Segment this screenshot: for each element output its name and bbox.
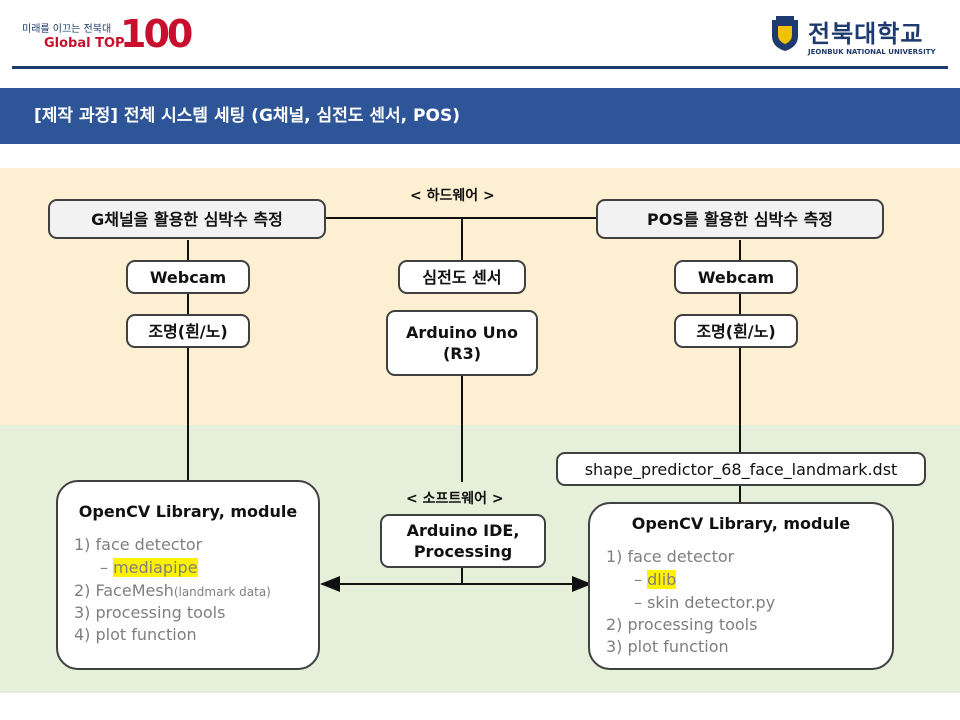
slide-title: [제작 과정] 전체 시스템 세팅 (G채널, 심전도 센서, POS) bbox=[34, 106, 460, 126]
webcam-right-box: Webcam bbox=[674, 260, 798, 294]
left-lib-item4: 4) plot function bbox=[74, 625, 197, 644]
right-lib-item1-sub: – dlib bbox=[634, 570, 677, 589]
left-lib-item2-small: (landmark data) bbox=[173, 585, 271, 599]
arduino-ide-processing-box: Arduino IDE, Processing bbox=[380, 514, 546, 568]
left-lib-item1-sub-prefix: – bbox=[100, 558, 114, 577]
lighting-left-box: 조명(흰/노) bbox=[126, 314, 250, 348]
right-lib-item3: 3) plot function bbox=[606, 637, 729, 656]
university-name: 전북대학교 bbox=[808, 20, 924, 48]
webcam-left-box: Webcam bbox=[126, 260, 250, 294]
left-lib-item1: 1) face detector bbox=[74, 535, 203, 554]
right-lib-item1-sub2: – skin detector.py bbox=[634, 593, 776, 612]
right-lib-dlib: dlib bbox=[647, 570, 677, 589]
logo-100: 100 bbox=[120, 12, 193, 56]
pos-heart-rate-box: POS를 활용한 심박수 측정 bbox=[596, 199, 884, 239]
left-lib-item2: 2) FaceMesh(landmark data) bbox=[74, 581, 271, 600]
logo-jeonbuk-university: 전북대학교 JEONBUK NATIONAL UNIVERSITY bbox=[770, 14, 946, 60]
shape-predictor-box: shape_predictor_68_face_landmark.dst bbox=[556, 452, 926, 486]
arduino-uno-line1: Arduino Uno bbox=[406, 323, 518, 342]
logo-global-top-100: 미래를 이끄는 전북대 Global TOP 100 bbox=[22, 12, 193, 58]
right-lib-title: OpenCV Library, module bbox=[631, 514, 851, 533]
right-lib-item1-sub-prefix: – bbox=[634, 570, 648, 589]
arduino-ide-line2: Processing bbox=[413, 542, 513, 561]
logo-tagline: 미래를 이끄는 전북대 bbox=[22, 24, 112, 35]
arduino-uno-box: Arduino Uno (R3) bbox=[386, 310, 538, 376]
right-opencv-library-box: OpenCV Library, module 1) face detector … bbox=[588, 502, 894, 670]
right-lib-item1: 1) face detector bbox=[606, 547, 735, 566]
lighting-right-box: 조명(흰/노) bbox=[674, 314, 798, 348]
arduino-ide-line1: Arduino IDE, bbox=[406, 521, 520, 540]
left-lib-item2-main: 2) FaceMesh bbox=[74, 581, 174, 600]
ecg-sensor-box: 심전도 센서 bbox=[398, 260, 526, 294]
left-opencv-library-box: OpenCV Library, module 1) face detector … bbox=[56, 480, 320, 670]
logo-global-top: Global TOP bbox=[44, 36, 125, 51]
right-lib-item2: 2) processing tools bbox=[606, 615, 758, 634]
software-label: < 소프트웨어 > bbox=[406, 491, 504, 507]
g-channel-heart-rate-box: G채널을 활용한 심박수 측정 bbox=[48, 199, 326, 239]
hardware-label: < 하드웨어 > bbox=[410, 188, 495, 204]
left-lib-item1-sub: – mediapipe bbox=[100, 558, 198, 577]
left-lib-item3: 3) processing tools bbox=[74, 603, 226, 622]
header-divider bbox=[12, 66, 948, 69]
title-bar bbox=[0, 88, 960, 144]
left-lib-mediapipe: mediapipe bbox=[113, 558, 198, 577]
left-lib-title: OpenCV Library, module bbox=[78, 502, 298, 521]
arduino-uno-line2: (R3) bbox=[442, 344, 482, 363]
university-name-english: JEONBUK NATIONAL UNIVERSITY bbox=[808, 48, 936, 56]
university-emblem-icon bbox=[772, 16, 798, 51]
